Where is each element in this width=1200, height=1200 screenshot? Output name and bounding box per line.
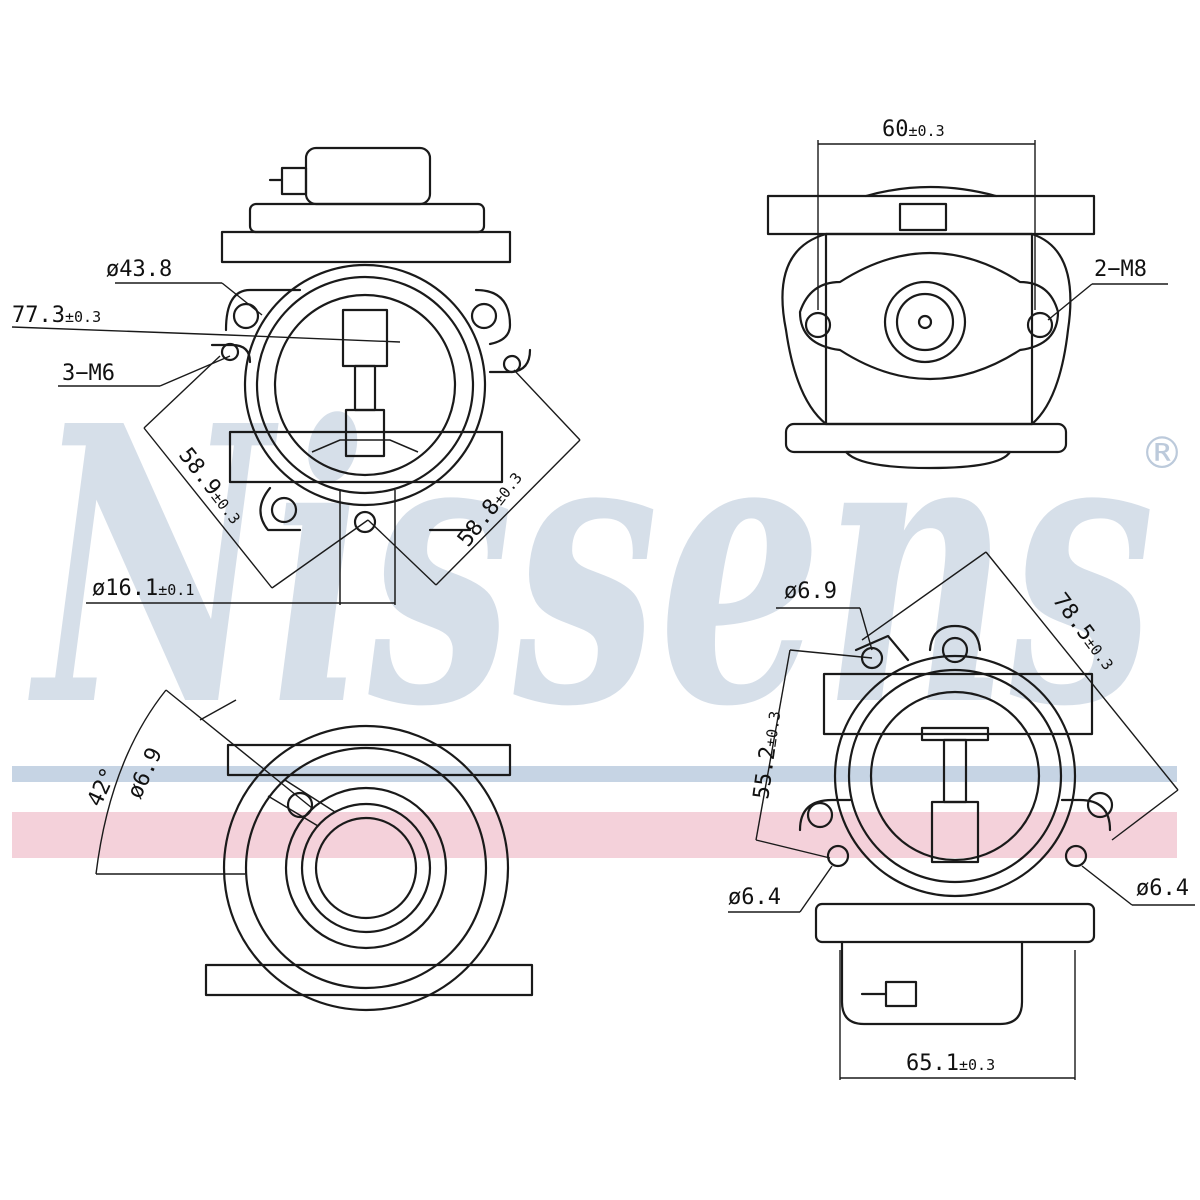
dim-d6-9-right: ø6.9 <box>784 579 837 604</box>
blue-stripe <box>12 766 1177 782</box>
side-view: 60±0.3 2−M8 <box>766 117 1168 470</box>
dim-d16-1: ø16.1±0.1 <box>92 576 194 601</box>
dim-d6-4-right: ø6.4 <box>1136 876 1189 901</box>
dim-65-1: 65.1±0.3 <box>906 1051 995 1076</box>
dim-77-3: 77.3±0.3 <box>12 303 101 328</box>
front-view: ø43.8 77.3±0.3 3−M6 58.9±0.3 58.8±0.3 ø1… <box>11 146 581 605</box>
dim-60: 60±0.3 <box>882 117 945 142</box>
registered-mark: ® <box>1140 428 1184 479</box>
dim-d43-8: ø43.8 <box>106 257 172 282</box>
red-stripe <box>12 812 1177 858</box>
dim-2-m8: 2−M8 <box>1094 257 1147 282</box>
dim-d6-4-left: ø6.4 <box>728 885 781 910</box>
nissens-watermark: Nissens <box>27 343 1155 790</box>
dim-3-m6: 3−M6 <box>62 361 115 386</box>
